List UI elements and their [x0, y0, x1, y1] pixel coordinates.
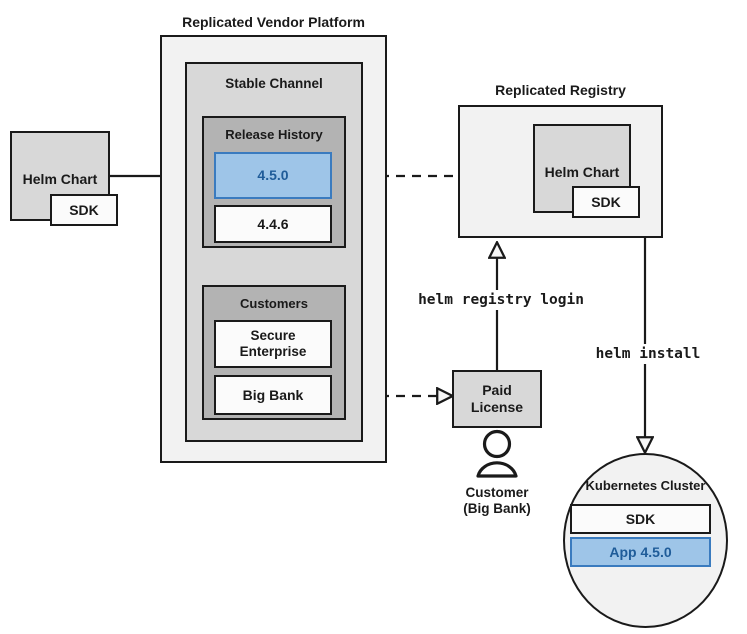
- customers-group-title: Customers: [240, 296, 308, 311]
- vendor-platform-title: Replicated Vendor Platform: [182, 14, 365, 30]
- release-4-4-6-label: 4.4.6: [257, 215, 289, 232]
- customer-secure-enterprise-line2: Enterprise: [239, 344, 307, 359]
- cluster-component-sdk-label: SDK: [625, 510, 656, 527]
- registry-helm-chart-label: Helm Chart: [544, 164, 620, 180]
- paid-license: Paid License: [452, 370, 542, 428]
- replicated-registry-title: Replicated Registry: [495, 82, 626, 98]
- kubernetes-cluster-title: Kubernetes Cluster: [585, 478, 706, 493]
- command-helm-registry-login: helm registry login: [400, 290, 602, 310]
- release-4-4-6[interactable]: 4.4.6: [214, 205, 332, 243]
- release-history-title: Release History: [225, 127, 323, 142]
- command-helm-install: helm install: [577, 344, 719, 364]
- customer-actor-line2: (Big Bank): [463, 501, 531, 516]
- cluster-component-app: App 4.5.0: [570, 537, 711, 567]
- customer-actor-line1: Customer: [465, 485, 529, 500]
- source-helm-chart-label: Helm Chart: [22, 171, 98, 187]
- customer-secure-enterprise-line1: Secure: [250, 328, 296, 344]
- customer-secure-enterprise[interactable]: Secure Enterprise: [214, 320, 332, 368]
- cluster-component-app-label: App 4.5.0: [609, 543, 672, 560]
- paid-license-line1: Paid: [482, 382, 512, 399]
- person-icon: [476, 429, 518, 478]
- cluster-component-sdk: SDK: [570, 504, 711, 534]
- customer-big-bank-label: Big Bank: [242, 386, 304, 403]
- customer-big-bank[interactable]: Big Bank: [214, 375, 332, 415]
- stable-channel-title: Stable Channel: [225, 76, 323, 91]
- release-4-5-0-label: 4.5.0: [257, 167, 289, 184]
- source-helm-chart-sdk-label: SDK: [69, 201, 99, 218]
- registry-helm-chart-sdk-label: SDK: [591, 193, 621, 210]
- release-4-5-0[interactable]: 4.5.0: [214, 152, 332, 199]
- source-helm-chart-sdk: SDK: [50, 194, 118, 226]
- paid-license-line2: License: [470, 399, 524, 415]
- registry-helm-chart-sdk: SDK: [572, 186, 640, 218]
